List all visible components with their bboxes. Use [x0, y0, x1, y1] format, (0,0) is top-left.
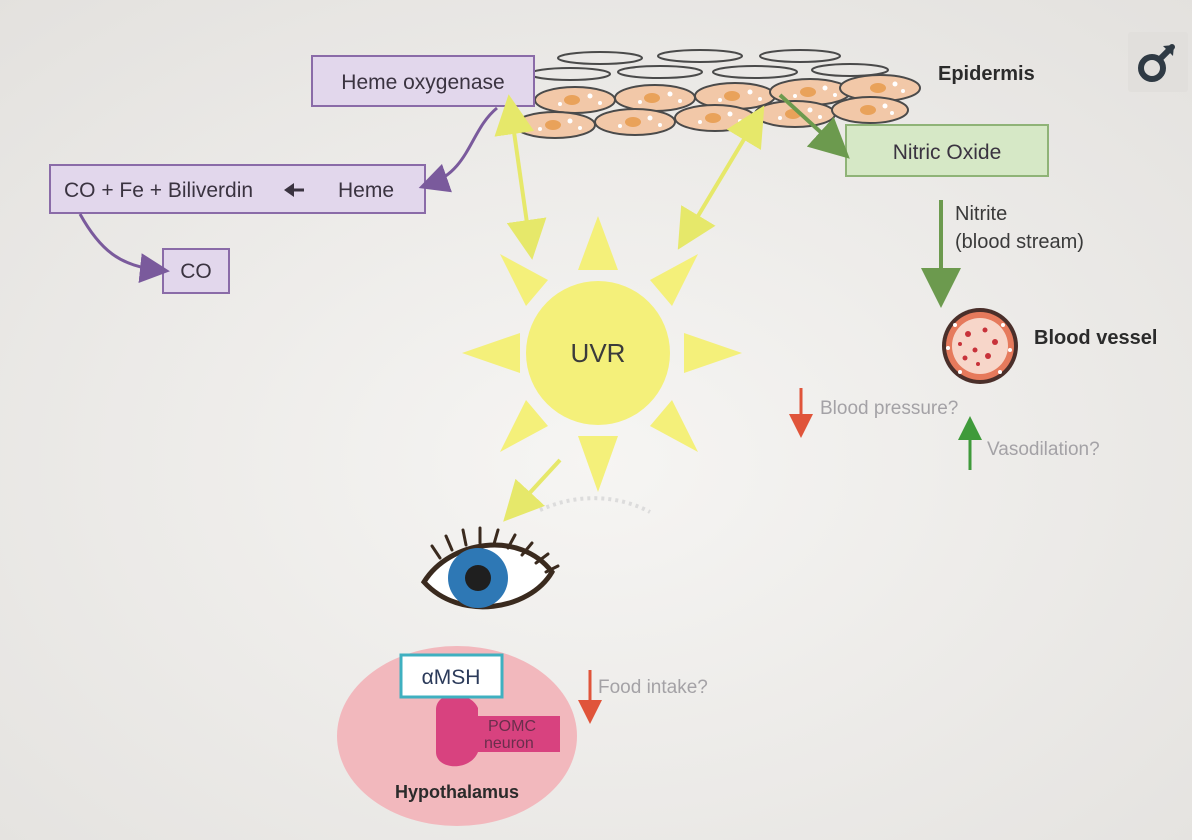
epidermis-to-nitric-oxide-arrow: [778, 93, 850, 159]
nitric-oxide-label: Nitric Oxide: [893, 141, 1002, 164]
co-fe-biliverdin-label: CO + Fe + Biliverdin: [64, 179, 253, 202]
blood-vessel-label: Blood vessel: [1034, 327, 1157, 349]
blood-vessel-illustration: [942, 308, 1018, 384]
uvr-to-eye-arrow: [503, 458, 562, 522]
food-intake-label: Food intake?: [598, 677, 708, 698]
blood-stream-label: (blood stream): [955, 231, 1084, 253]
heme-oxygenase-box: Heme oxygenase: [311, 55, 535, 107]
heme-conversion-box: CO + Fe + Biliverdin Heme: [49, 164, 426, 214]
co-label: CO: [180, 260, 212, 283]
heme-label: Heme: [338, 179, 394, 202]
biliverdin-to-co-arrow: [78, 213, 170, 284]
eye-icon: [420, 526, 560, 610]
uvr-epidermis-arrow-right: [677, 105, 765, 250]
epidermis-label: Epidermis: [938, 63, 1035, 85]
pomc-label: POMC: [488, 718, 536, 735]
co-box: CO: [162, 248, 230, 294]
heme-oxygenase-label: Heme oxygenase: [341, 71, 504, 94]
heme-oxygenase-to-heme-arrow: [418, 106, 498, 193]
vasodilation-label: Vasodilation?: [987, 439, 1100, 460]
neuron-label: neuron: [484, 735, 534, 752]
amsh-box: αMSH: [399, 653, 504, 699]
uvr-label: UVR: [571, 338, 626, 368]
hypothalamus-label: Hypothalamus: [395, 782, 519, 802]
hypothalamus-illustration: [337, 646, 577, 826]
blood-pressure-label: Blood pressure?: [820, 398, 958, 419]
amsh-label: αMSH: [422, 666, 481, 689]
sun-icon: [462, 216, 742, 492]
male-symbol-icon: [1128, 32, 1188, 92]
uvr-epidermis-arrow-left: [494, 94, 547, 260]
nitrite-label: Nitrite: [955, 203, 1007, 225]
nitric-oxide-box: Nitric Oxide: [845, 124, 1049, 177]
